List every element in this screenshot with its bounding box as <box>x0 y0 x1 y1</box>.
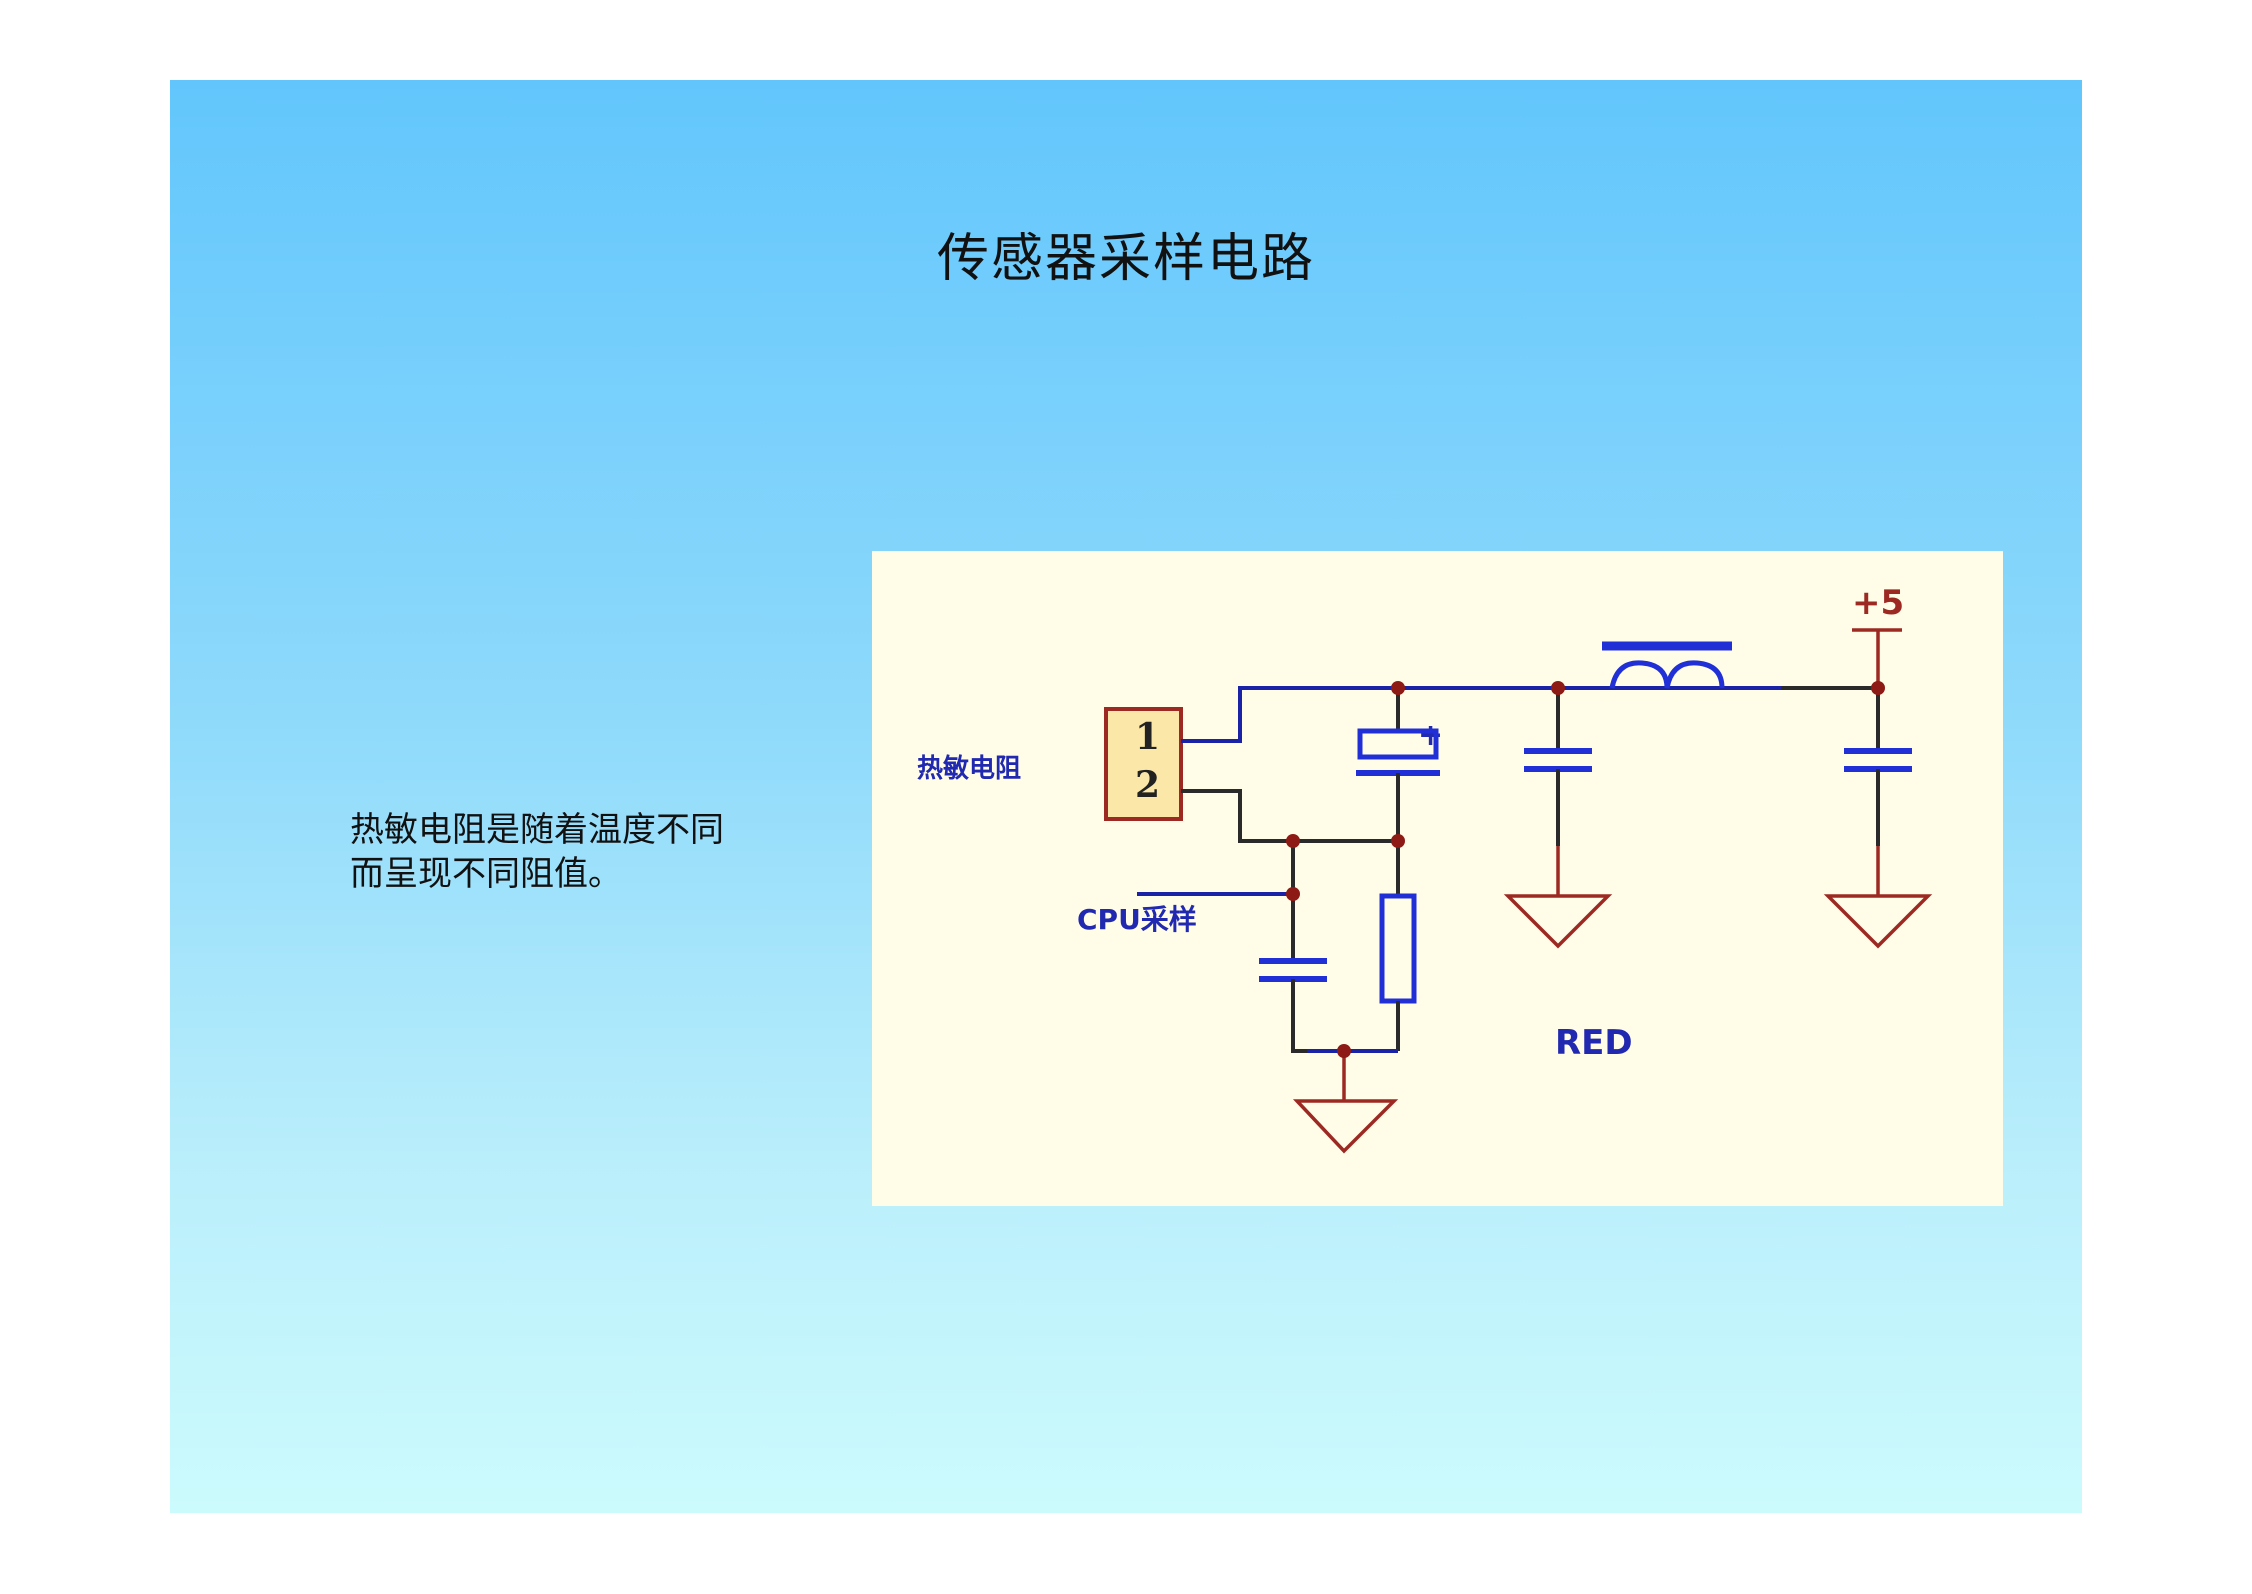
lower-rail-wire <box>1181 789 1398 843</box>
watermark-label: RED <box>1555 1023 1633 1063</box>
cpu-sample-label: CPU采样 <box>1077 903 1197 936</box>
thermistor-label: 热敏电阻 <box>917 754 1021 784</box>
slide: 传感器采样电路 热敏电阻是随着温度不同 而呈现不同阻值。 1 2 热敏电阻 CP… <box>170 80 2082 1513</box>
power-label: +5 <box>1852 583 1904 623</box>
resistor <box>1379 893 1417 1004</box>
electrolytic-capacitor-body <box>1357 728 1439 760</box>
top-rail-wire <box>1181 686 1781 743</box>
body-text: 热敏电阻是随着温度不同 而呈现不同阻值。 <box>350 808 780 896</box>
circuit-diagram-panel: 1 2 热敏电阻 CPU采样 RED +5 + <box>872 551 2003 1206</box>
junction-dot-3 <box>1871 681 1885 695</box>
junction-dot-4 <box>1286 834 1300 848</box>
junction-dot-5 <box>1391 834 1405 848</box>
inductor-coil <box>1609 660 1725 689</box>
connector-pin-2-label: 2 <box>1135 764 1160 806</box>
circuit-diagram: 1 2 热敏电阻 CPU采样 RED +5 + <box>917 583 1933 1154</box>
junction-dot-6 <box>1286 887 1300 901</box>
connector-block <box>1104 707 1183 821</box>
ground-symbol-2 <box>1503 894 1613 949</box>
junction-dot-1 <box>1391 681 1405 695</box>
ground-symbol-3 <box>1823 894 1933 949</box>
slide-title: 传感器采样电路 <box>936 229 1315 289</box>
body-line-2: 而呈现不同阻值。 <box>350 854 622 894</box>
body-line-1: 热敏电阻是随着温度不同 <box>350 810 724 850</box>
ground-symbol-bottom <box>1292 1099 1399 1154</box>
junction-dot-2 <box>1551 681 1565 695</box>
junction-dot-7 <box>1337 1044 1351 1058</box>
cap-plus-label: + <box>1418 718 1443 753</box>
connector-pin-1-label: 1 <box>1135 716 1160 758</box>
